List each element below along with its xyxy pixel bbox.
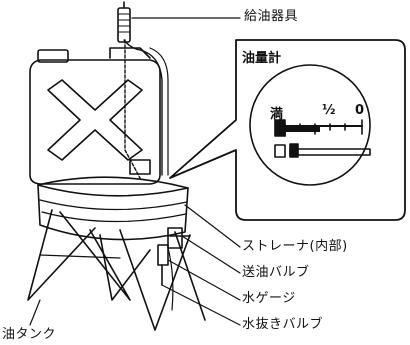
jerry-can bbox=[29, 47, 161, 185]
oil-tank-body bbox=[37, 176, 191, 311]
label-feed-valve: 送油バルブ bbox=[242, 265, 310, 280]
label-oil-feeder: 給油器具 bbox=[244, 9, 299, 24]
oil-feeder-hose bbox=[117, 1, 169, 179]
leader-lines bbox=[29, 17, 241, 326]
label-water-gauge: 水ゲージ bbox=[242, 291, 296, 306]
gauge-callout bbox=[169, 39, 406, 221]
tank-stand bbox=[27, 209, 206, 331]
label-oil-tank: 油タンク bbox=[2, 327, 57, 342]
label-strainer: ストレーナ(内部) bbox=[242, 239, 348, 254]
gauge-half-mark: ½ bbox=[322, 103, 336, 118]
gauge-full-mark: 満 bbox=[270, 107, 284, 122]
label-drain-valve: 水抜きバルブ bbox=[242, 317, 324, 332]
gauge-empty-mark: 0 bbox=[355, 103, 365, 118]
gauge-title: 油量計 bbox=[242, 51, 282, 66]
